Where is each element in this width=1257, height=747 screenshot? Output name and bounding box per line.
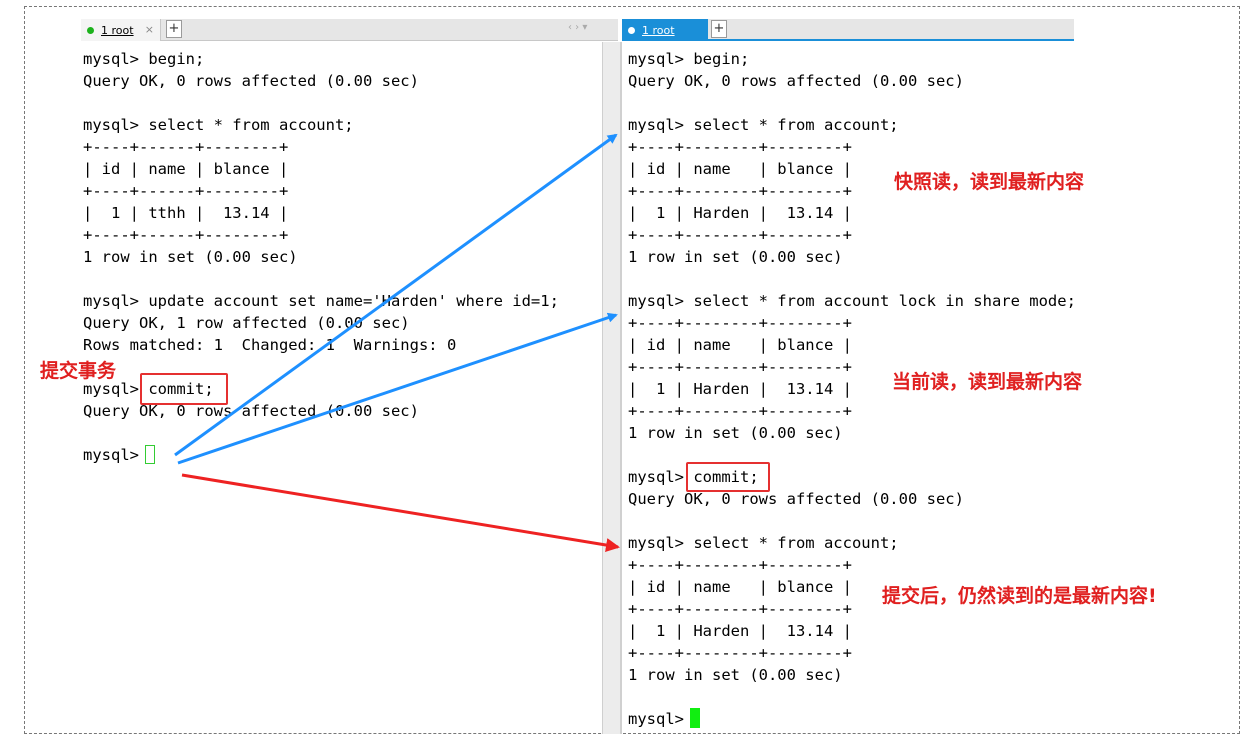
terminal-line: mysql> commit; [83, 380, 214, 398]
terminal-line: Query OK, 0 rows affected (0.00 sec) [628, 72, 964, 90]
terminal-line: +----+------+--------+ [83, 182, 289, 200]
terminal-line: mysql> commit; [628, 468, 759, 486]
left-terminal-output[interactable]: mysql> begin; Query OK, 0 rows affected (… [83, 48, 559, 466]
terminal-line: +----+--------+--------+ [628, 138, 852, 156]
terminal-line: mysql> select * from account lock in sha… [628, 292, 1076, 310]
left-tab-nav-arrows[interactable]: ‹ › ▾ [568, 22, 588, 33]
left-tab-root[interactable]: 1 root × [81, 19, 161, 41]
terminal-line: mysql> begin; [83, 50, 205, 68]
left-tab-label: 1 root [101, 23, 134, 37]
annotation-commit-transaction: 提交事务 [40, 360, 117, 382]
terminal-line: Query OK, 0 rows affected (0.00 sec) [628, 490, 964, 508]
status-dot-icon [628, 26, 635, 34]
right-tab-label: 1 root [642, 23, 675, 37]
left-terminal-scrollbar[interactable] [602, 42, 621, 734]
terminal-line: Query OK, 1 row affected (0.00 sec) [83, 314, 410, 332]
terminal-line: | id | name | blance | [628, 578, 852, 596]
arrow-to-after-commit [181, 473, 620, 552]
terminal-line: mysql> [83, 446, 149, 464]
right-terminal-output[interactable]: mysql> begin; Query OK, 0 rows affected (… [628, 48, 1076, 730]
terminal-line: 1 row in set (0.00 sec) [628, 248, 843, 266]
close-icon[interactable]: × [144, 23, 154, 36]
terminal-line: +----+--------+--------+ [628, 600, 852, 618]
terminal-line: 1 row in set (0.00 sec) [628, 666, 843, 684]
terminal-line: Query OK, 0 rows affected (0.00 sec) [83, 72, 419, 90]
terminal-line: Query OK, 0 rows affected (0.00 sec) [83, 402, 419, 420]
right-tab-root[interactable]: 1 root [622, 19, 708, 41]
terminal-line: | id | name | blance | [628, 160, 852, 178]
terminal-line: Rows matched: 1 Changed: 1 Warnings: 0 [83, 336, 457, 354]
arrow-to-current-read [177, 312, 618, 465]
terminal-line: | id | name | blance | [628, 336, 852, 354]
screenshot-frame [24, 6, 1240, 734]
terminal-line: mysql> begin; [628, 50, 750, 68]
terminal-line: +----+--------+--------+ [628, 314, 852, 332]
terminal-line: | id | name | blance | [83, 160, 289, 178]
terminal-line: | 1 | tthh | 13.14 | [83, 204, 289, 222]
annotation-current-read: 当前读，读到最新内容 [892, 371, 1083, 393]
terminal-line: | 1 | Harden | 13.14 | [628, 622, 852, 640]
terminal-line: | 1 | Harden | 13.14 | [628, 380, 852, 398]
terminal-line: +----+--------+--------+ [628, 358, 852, 376]
right-add-tab-button[interactable]: + [711, 20, 727, 38]
terminal-line: +----+------+--------+ [83, 226, 289, 244]
annotation-after-commit: 提交后，仍然读到的是最新内容! [882, 585, 1157, 607]
left-terminal-cursor [145, 445, 155, 464]
left-tab-bar: 1 root × + ‹ › ▾ [81, 19, 618, 41]
terminal-line: +----+--------+--------+ [628, 402, 852, 420]
terminal-line: mysql> select * from account; [628, 534, 899, 552]
left-add-tab-button[interactable]: + [166, 20, 182, 38]
terminal-line: +----+--------+--------+ [628, 556, 852, 574]
terminal-line: 1 row in set (0.00 sec) [83, 248, 298, 266]
terminal-line: +----+--------+--------+ [628, 644, 852, 662]
terminal-line: +----+--------+--------+ [628, 182, 852, 200]
pane-divider [620, 42, 622, 734]
terminal-line: +----+------+--------+ [83, 138, 289, 156]
terminal-line: 1 row in set (0.00 sec) [628, 424, 843, 442]
left-commit-highlight [140, 373, 228, 405]
terminal-line: mysql> [628, 710, 694, 728]
arrow-to-snapshot-read [174, 133, 618, 457]
terminal-line: | 1 | Harden | 13.14 | [628, 204, 852, 222]
terminal-line: mysql> select * from account; [83, 116, 354, 134]
right-commit-highlight [686, 462, 770, 492]
status-dot-icon [87, 26, 94, 34]
annotation-snapshot-read: 快照读，读到最新内容 [894, 171, 1085, 193]
terminal-line: mysql> select * from account; [628, 116, 899, 134]
right-terminal-cursor [690, 708, 700, 728]
terminal-line: +----+--------+--------+ [628, 226, 852, 244]
right-tab-bar: 1 root + [622, 19, 1074, 41]
